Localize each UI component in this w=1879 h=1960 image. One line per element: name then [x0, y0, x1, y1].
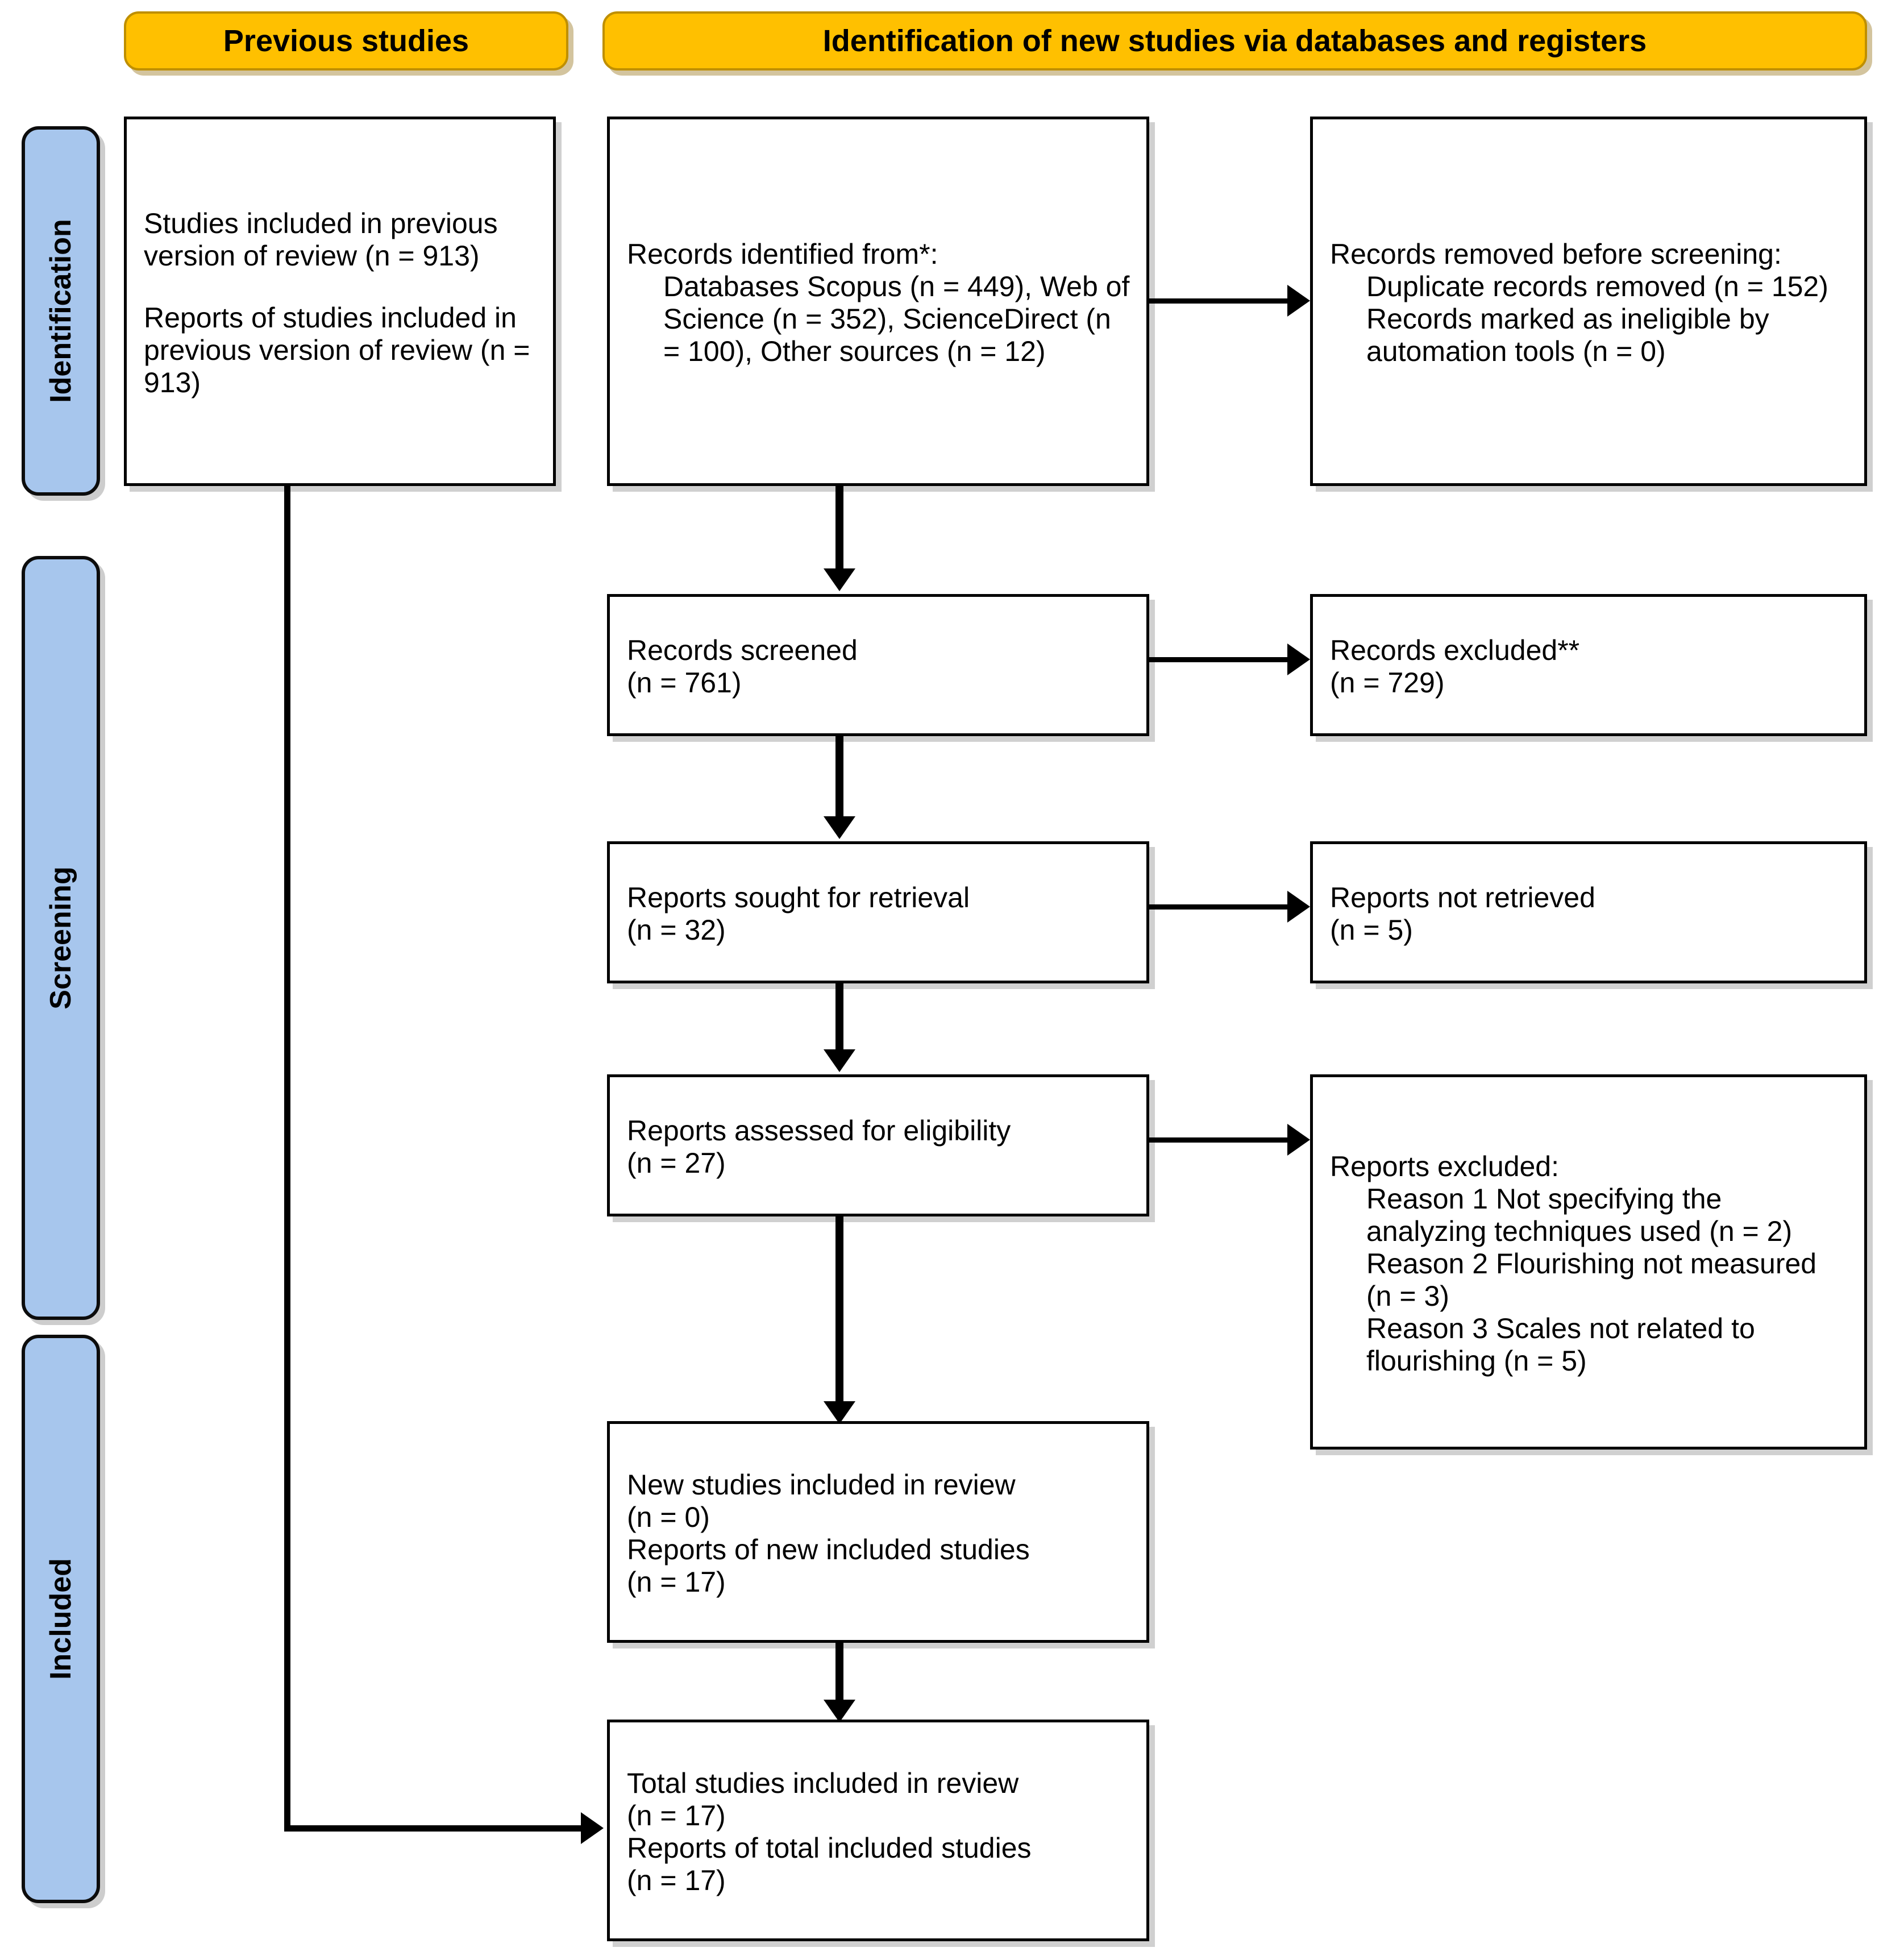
box-new-studies-included-in-review: New studies included in review (n = 0) R… — [607, 1421, 1149, 1643]
records-screened-count: (n = 761) — [627, 667, 742, 699]
total-studies-included-line2: Reports of total included studies — [627, 1832, 1032, 1864]
reports-assessed-count: (n = 27) — [627, 1147, 726, 1179]
header-previous-studies-label: Previous studies — [223, 24, 469, 58]
connector-assessed-to-new-included — [835, 1216, 843, 1407]
box-records-identified: Records identified from*: Databases Scop… — [607, 117, 1149, 486]
reports-excluded-reason-2: Reason 2 Flourishing not measured (n = 3… — [1366, 1247, 1825, 1312]
phase-bar-identification: Identification — [22, 126, 100, 496]
arrowhead-assessed-to-excluded — [1287, 1124, 1310, 1156]
previous-studies-line1: Studies included in previous version of … — [144, 207, 506, 272]
reports-not-retrieved-label: Reports not retrieved — [1330, 882, 1595, 913]
arrowhead-identified-to-screened — [824, 568, 855, 591]
box-reports-not-retrieved: Reports not retrieved (n = 5) — [1310, 841, 1867, 983]
box-records-excluded: Records excluded** (n = 729) — [1310, 594, 1867, 736]
connector-sought-to-not-retrieved — [1149, 904, 1288, 910]
arrowhead-sought-to-assessed — [824, 1049, 855, 1072]
connector-screened-to-excluded — [1149, 657, 1288, 662]
records-removed-title: Records removed before screening: — [1330, 238, 1782, 270]
arrowhead-assessed-to-new-included — [824, 1401, 855, 1424]
records-identified-title: Records identified from*: — [627, 238, 938, 270]
reports-sought-count: (n = 32) — [627, 914, 726, 946]
header-identification-new-studies: Identification of new studies via databa… — [602, 11, 1867, 70]
phase-bar-included: Included — [22, 1335, 100, 1903]
header-identification-label: Identification of new studies via databa… — [822, 24, 1647, 58]
new-studies-included-count2: (n = 17) — [627, 1566, 726, 1598]
new-studies-included-line2: Reports of new included studies — [627, 1534, 1030, 1565]
box-total-studies-included-in-review: Total studies included in review (n = 17… — [607, 1720, 1149, 1941]
new-studies-included-line1: New studies included in review — [627, 1469, 1016, 1501]
total-studies-included-count2: (n = 17) — [627, 1865, 726, 1896]
reports-not-retrieved-count: (n = 5) — [1330, 914, 1413, 946]
header-previous-studies: Previous studies — [124, 11, 568, 70]
total-studies-included-count1: (n = 17) — [627, 1800, 726, 1832]
arrowhead-new-included-to-total — [824, 1700, 855, 1722]
previous-studies-line2: Reports of studies included in previous … — [144, 301, 538, 398]
connector-new-included-to-total — [835, 1643, 843, 1705]
new-studies-included-count1: (n = 0) — [627, 1501, 710, 1533]
reports-excluded-title: Reports excluded: — [1330, 1150, 1560, 1182]
box-previous-studies: Studies included in previous version of … — [124, 117, 556, 486]
box-records-removed-before-screening: Records removed before screening: Duplic… — [1310, 117, 1867, 486]
records-excluded-label: Records excluded** — [1330, 634, 1580, 666]
arrowhead-previous-to-total — [581, 1812, 604, 1844]
records-removed-detail-automation: Records marked as ineligible by automati… — [1366, 303, 1777, 367]
connector-identified-to-removed — [1149, 298, 1288, 304]
phase-bar-screening: Screening — [22, 556, 100, 1320]
box-records-screened: Records screened (n = 761) — [607, 594, 1149, 736]
phase-label-identification: Identification — [44, 219, 77, 403]
records-screened-label: Records screened — [627, 634, 858, 666]
arrowhead-sought-to-not-retrieved — [1287, 891, 1310, 923]
arrowhead-identified-to-removed — [1287, 285, 1310, 317]
connector-previous-elbow-horizontal — [284, 1825, 584, 1832]
arrowhead-screened-to-excluded — [1287, 643, 1310, 675]
phase-label-screening: Screening — [44, 866, 77, 1010]
box-reports-excluded: Reports excluded: Reason 1 Not specifyin… — [1310, 1074, 1867, 1450]
reports-assessed-label: Reports assessed for eligibility — [627, 1115, 1011, 1147]
connector-sought-to-assessed — [835, 983, 843, 1054]
connector-identified-to-screened — [835, 486, 843, 574]
records-removed-detail-duplicates: Duplicate records removed (n = 152) — [1366, 271, 1828, 302]
reports-sought-label: Reports sought for retrieval — [627, 882, 970, 913]
connector-screened-to-sought — [835, 736, 843, 821]
connector-previous-elbow-vertical — [284, 486, 290, 1830]
records-identified-detail: Databases Scopus (n = 449), Web of Scien… — [663, 271, 1138, 367]
box-reports-sought-for-retrieval: Reports sought for retrieval (n = 32) — [607, 841, 1149, 983]
phase-label-included: Included — [44, 1558, 77, 1680]
box-reports-assessed-for-eligibility: Reports assessed for eligibility (n = 27… — [607, 1074, 1149, 1216]
total-studies-included-line1: Total studies included in review — [627, 1767, 1019, 1799]
reports-excluded-reason-3: Reason 3 Scales not related to flourishi… — [1366, 1312, 1763, 1377]
connector-assessed-to-excluded — [1149, 1137, 1288, 1143]
reports-excluded-reason-1: Reason 1 Not specifying the analyzing te… — [1366, 1182, 1793, 1247]
records-excluded-count: (n = 729) — [1330, 667, 1445, 699]
arrowhead-screened-to-sought — [824, 816, 855, 839]
